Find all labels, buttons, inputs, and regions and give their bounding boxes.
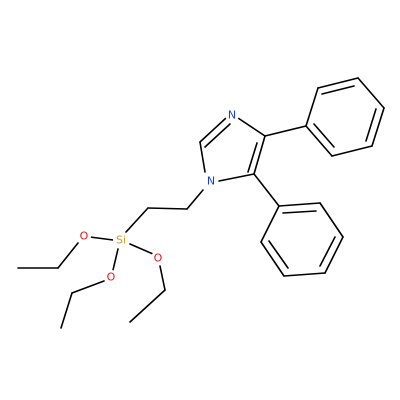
bond-c4-c5-double [247,142,258,173]
bond-ch2-ch2 [147,207,188,210]
bonds [17,77,385,329]
bond-ph2-a [278,202,321,207]
bond-ph2-f [260,205,280,243]
bond-o3-ch2 [159,265,166,291]
bond-ph1-b [317,77,359,89]
bond-ph2-b [319,202,344,238]
atom-n-ring: N [204,174,218,188]
bond-si-o1 [89,236,114,241]
bond-n-ring-ch2 [186,189,204,210]
bond-ph1-f [305,125,333,157]
atom-o3: O [151,251,165,265]
bond-ph2-c-double [319,236,336,267]
atom-o1-label: O [80,230,89,243]
bond-c2-n-imine [199,117,227,143]
bond-ph1-f-double [313,123,335,148]
atom-o1: O [77,229,91,243]
bond-ph2-d [283,272,326,277]
bond-ch2-si [125,207,149,233]
bond-o1-ch2 [57,242,79,269]
atom-n-ring-label: N [207,175,215,188]
bond-ethyl2-ch3 [60,292,73,329]
bond-c4-phenyl1 [264,125,307,137]
bond-ph1-d-double [365,108,377,142]
bond-si-o2 [112,248,119,271]
bond-ph2-e-double [268,240,289,269]
bond-ph1-c [357,77,385,109]
atom-n-imine-label: N [228,109,236,122]
bond-c5-n-ring [218,173,255,182]
atom-n-imine: N [225,108,239,122]
atom-labels: N N Si O O O [77,108,239,284]
bond-ph2-a-double [282,210,317,214]
atom-si: Si [113,232,129,248]
atom-o2-label: O [107,271,116,284]
bond-ph1-b-double [321,85,355,95]
atom-o3-label: O [154,252,163,265]
bond-ph1-a [305,87,319,127]
bond-c5-phenyl2 [253,173,280,207]
bond-si-o3 [129,243,154,255]
bond-ph2-e [260,241,285,277]
atom-si-label: Si [116,234,126,247]
bond-ph1-d [371,107,385,147]
bond-n-ring-c2 [199,141,206,173]
atom-o2: O [104,270,118,284]
bond-ph2-c [324,236,344,274]
bond-c4-c5 [253,135,266,175]
bond-c2-n-imine-double [204,123,231,148]
bond-o2-ch2 [71,280,105,294]
bond-n-imine-c4 [237,117,266,137]
bond-ethyl3-ch3 [129,289,166,323]
bond-ph1-e [331,145,373,157]
